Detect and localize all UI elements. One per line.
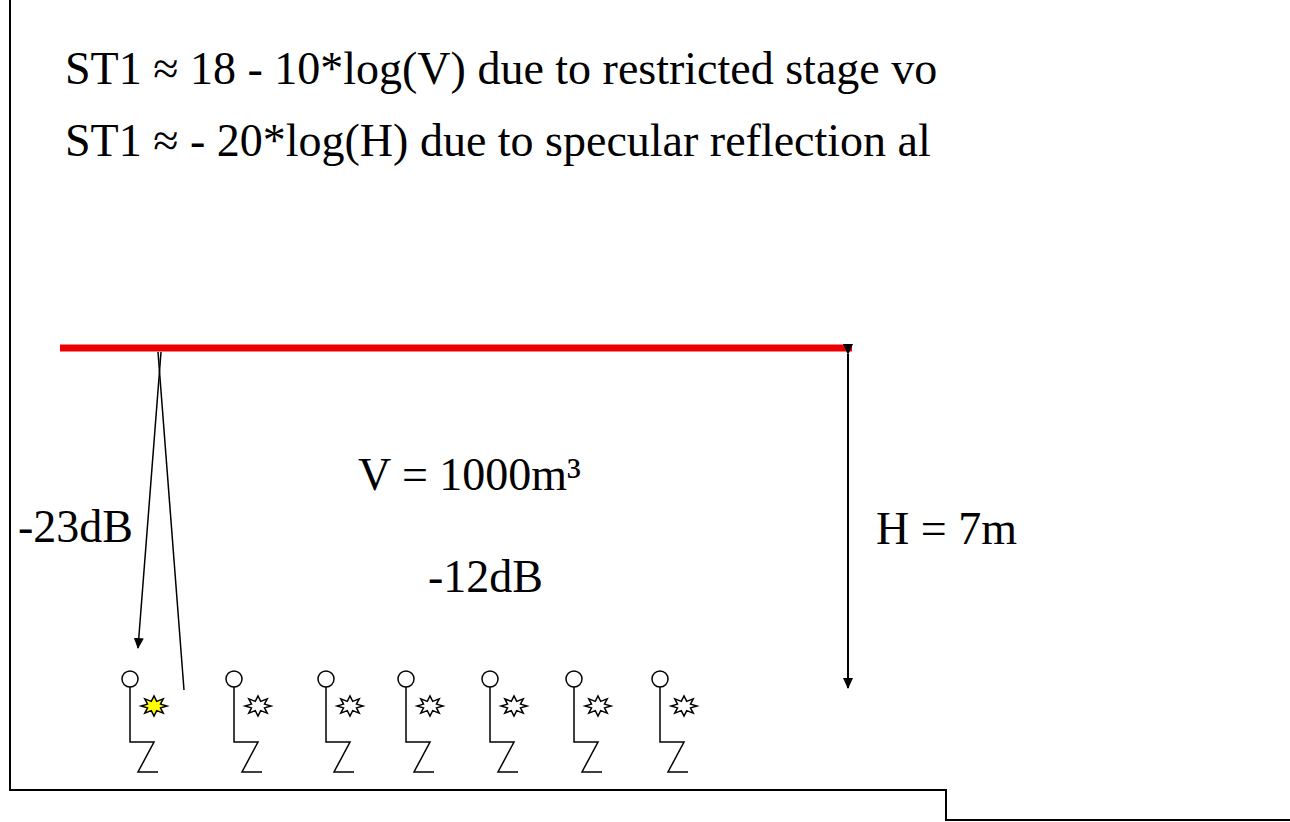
ceiling-reflector <box>60 345 852 352</box>
level-label: -23dB <box>18 501 133 554</box>
listener-figure <box>122 671 167 772</box>
voice-burst <box>417 696 443 716</box>
dimension-label: H = 7m <box>876 503 1017 556</box>
audience <box>122 671 697 772</box>
volume-label: V = 1000m³ <box>358 449 581 502</box>
voice-burst <box>671 696 697 716</box>
reflection-path <box>138 352 184 690</box>
head <box>398 671 414 687</box>
listener-figure <box>482 671 527 772</box>
voice-burst <box>141 696 167 716</box>
head <box>482 671 498 687</box>
listener-figure <box>566 671 611 772</box>
height-dimension <box>847 354 849 688</box>
formula-text: ST1 ≈ 18 - 10*log(V) due to restricted s… <box>65 43 937 96</box>
head <box>652 671 668 687</box>
voice-burst <box>501 696 527 716</box>
listener-figure <box>652 671 697 772</box>
listener-figure <box>318 671 363 772</box>
head <box>318 671 334 687</box>
voice-burst <box>337 696 363 716</box>
level-label: -12dB <box>428 551 543 604</box>
voice-burst <box>245 696 271 716</box>
room-outline <box>10 0 1290 820</box>
head <box>122 671 138 687</box>
head <box>566 671 582 687</box>
listener-figure <box>398 671 443 772</box>
head <box>226 671 242 687</box>
formula-text: ST1 ≈ - 20*log(H) due to specular reflec… <box>65 115 931 168</box>
listener-figure <box>226 671 271 772</box>
voice-burst <box>585 696 611 716</box>
